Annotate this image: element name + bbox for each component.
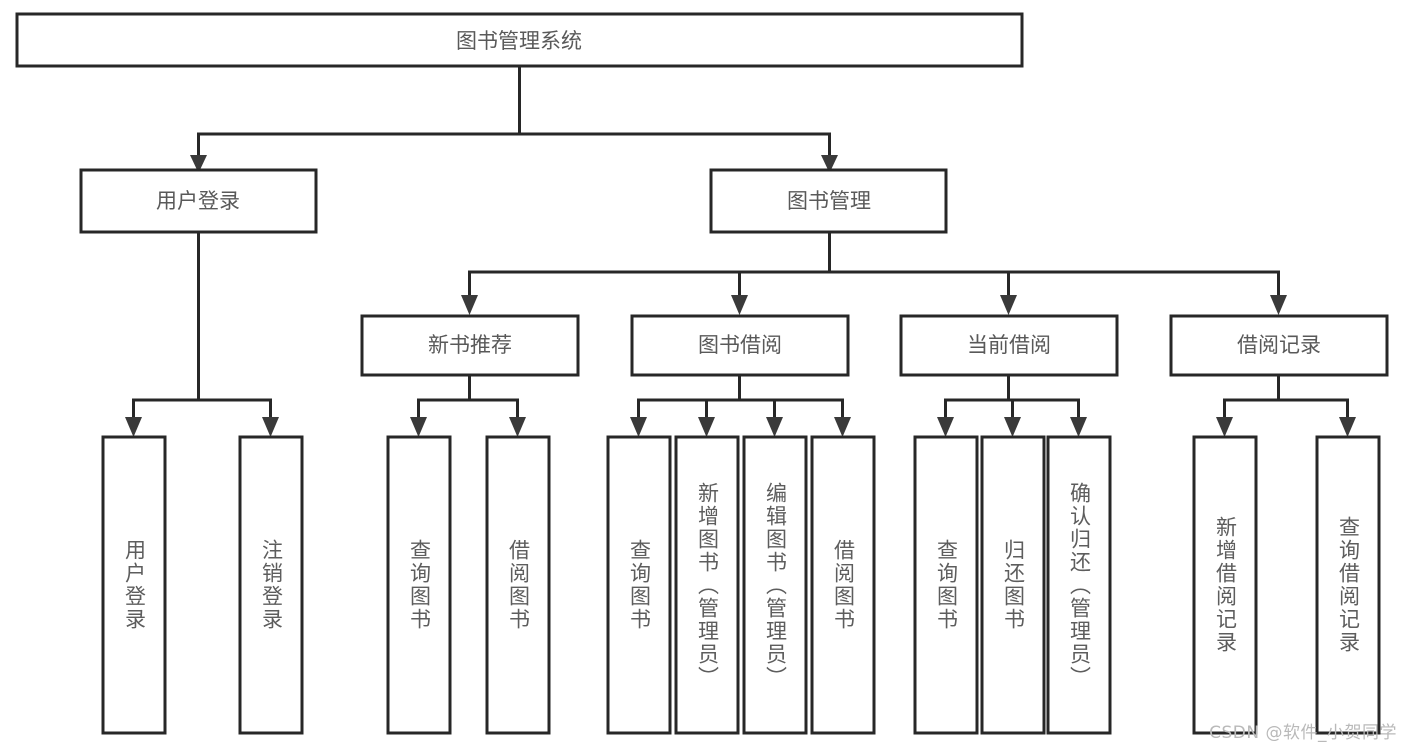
connectors xyxy=(125,64,1356,437)
leaf-box-add-book[interactable] xyxy=(674,435,740,735)
csdn-watermark: CSDN @软件_小贺同学 xyxy=(1209,723,1397,743)
label-new-book-recommend: 新书推荐 xyxy=(428,333,512,357)
leaf-box-user-login[interactable] xyxy=(101,435,167,735)
arrowhead-leaf-edit-book xyxy=(766,417,783,437)
arrowhead-leaf-query-book-3 xyxy=(937,417,954,437)
leaf-box-query-book-3[interactable] xyxy=(913,435,979,735)
arrowhead-leaf-query-book-1 xyxy=(410,417,427,437)
label-current-borrow: 当前借阅 xyxy=(967,333,1051,357)
arrowhead-leaf-add-book xyxy=(698,417,715,437)
arrowhead-leaf-return-book xyxy=(1004,417,1021,437)
label-borrow-record: 借阅记录 xyxy=(1237,333,1321,357)
label-book-management: 图书管理 xyxy=(787,189,871,213)
arrowhead-book-management xyxy=(821,155,838,173)
arrowhead-book-borrow xyxy=(731,295,748,315)
node-root[interactable] xyxy=(15,12,1024,68)
leaf-box-edit-book[interactable] xyxy=(742,435,808,735)
label-user-login: 用户登录 xyxy=(156,189,240,213)
node-current-borrow[interactable] xyxy=(899,314,1119,377)
node-boxes xyxy=(15,12,1389,735)
leaf-box-query-book-2[interactable] xyxy=(606,435,672,735)
leaf-box-borrow-book-2[interactable] xyxy=(810,435,876,735)
leaf-box-confirm-return[interactable] xyxy=(1046,435,1112,735)
arrowhead-leaf-query-record xyxy=(1339,417,1356,437)
node-new-book-recommend[interactable] xyxy=(360,314,580,377)
arrowhead-leaf-user-login xyxy=(125,417,142,437)
leaf-box-borrow-book-1[interactable] xyxy=(485,435,551,735)
arrowhead-leaf-confirm-return xyxy=(1070,417,1087,437)
label-root: 图书管理系统 xyxy=(456,29,582,53)
arrowhead-new-book xyxy=(461,295,478,315)
arrowhead-leaf-query-book-2 xyxy=(630,417,647,437)
arrowhead-leaf-borrow-book-1 xyxy=(509,417,526,437)
node-user-login[interactable] xyxy=(79,168,318,234)
label-book-borrow: 图书借阅 xyxy=(698,333,782,357)
leaf-box-logout-login[interactable] xyxy=(238,435,304,735)
leaf-box-query-record[interactable] xyxy=(1315,435,1381,735)
arrowhead-current-borrow xyxy=(1000,295,1017,315)
arrowhead-borrow-record xyxy=(1270,295,1287,315)
arrowhead-user-login xyxy=(190,155,207,173)
arrowhead-leaf-logout-login xyxy=(262,417,279,437)
leaf-box-return-book[interactable] xyxy=(980,435,1046,735)
arrowhead-leaf-add-record xyxy=(1216,417,1233,437)
node-labels: 图书管理系统 用户登录 图书管理 新书推荐 图书借阅 当前借阅 借阅记录 xyxy=(156,29,1321,357)
leaf-box-query-book-1[interactable] xyxy=(386,435,452,735)
node-book-management[interactable] xyxy=(709,168,948,234)
node-borrow-record[interactable] xyxy=(1169,314,1389,377)
node-book-borrow[interactable] xyxy=(630,314,850,377)
arrowhead-leaf-borrow-book-2 xyxy=(834,417,851,437)
leaf-box-add-record[interactable] xyxy=(1192,435,1258,735)
